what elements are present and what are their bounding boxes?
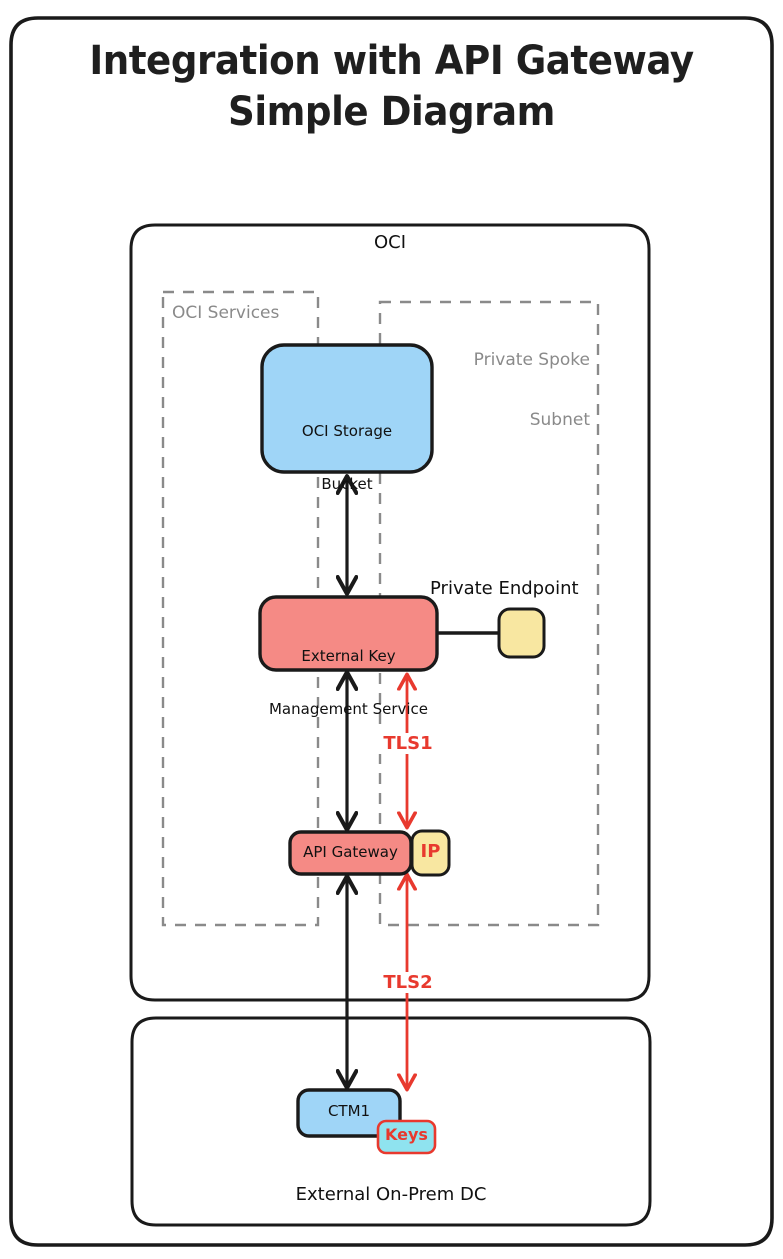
node-ip-badge[interactable] [410, 829, 451, 877]
page-title-line1: Integration with API Gateway [89, 38, 694, 84]
node-ctm1[interactable] [296, 1088, 402, 1138]
node-ekms[interactable] [258, 595, 439, 672]
page-title-line2: Simple Diagram [228, 89, 555, 136]
page-frame [9, 16, 774, 1247]
node-private-endpoint[interactable] [497, 607, 546, 659]
node-api-gateway[interactable] [288, 830, 413, 876]
node-storage-bucket[interactable] [260, 343, 434, 474]
page-title: Integration with API Gateway Simple Diag… [27, 36, 755, 138]
zone-oci-services [161, 290, 320, 927]
node-keys[interactable] [376, 1119, 437, 1155]
